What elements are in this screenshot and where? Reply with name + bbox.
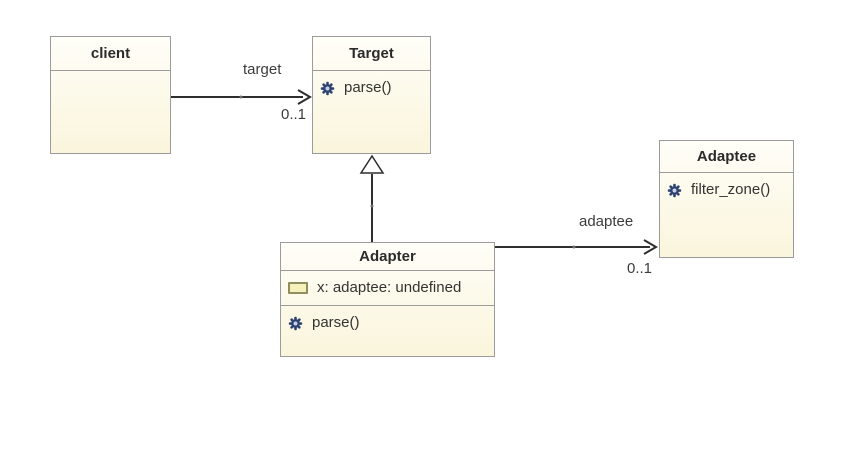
class-client[interactable]: client	[50, 36, 171, 154]
class-adapter[interactable]: Adapter x: adaptee: undefined	[280, 242, 495, 357]
method-row: filter_zone()	[667, 180, 785, 200]
open-arrowhead-icon	[643, 239, 658, 255]
method-gear-icon	[667, 183, 682, 197]
attribute-field-icon	[288, 282, 308, 294]
edge-adapter-to-target[interactable]	[359, 154, 385, 242]
method-row: parse()	[288, 313, 486, 333]
class-adaptee-methods: filter_zone()	[660, 173, 793, 207]
edge-label-target: target	[243, 61, 282, 78]
edge-waypoint[interactable]	[370, 204, 374, 208]
class-adapter-attributes: x: adaptee: undefined	[281, 271, 494, 306]
open-arrowhead-icon	[297, 89, 312, 105]
method-row: parse()	[320, 78, 422, 98]
attribute-row: x: adaptee: undefined	[288, 278, 486, 298]
edge-waypoint[interactable]	[572, 245, 576, 249]
class-adaptee-title: Adaptee	[660, 141, 793, 173]
method-gear-icon	[320, 81, 335, 95]
method-gear-icon	[288, 316, 303, 330]
attribute-label: x: adaptee: undefined	[317, 279, 462, 296]
class-client-body	[51, 71, 170, 153]
edge-waypoint[interactable]	[239, 95, 243, 99]
edge-adapter-to-adaptee[interactable]	[495, 239, 658, 255]
method-label: parse()	[312, 314, 360, 331]
method-label: filter_zone()	[691, 181, 771, 198]
edge-multiplicity-client-target: 0..1	[281, 106, 307, 123]
generalization-triangle-icon	[359, 154, 385, 174]
class-target[interactable]: Target parse()	[312, 36, 431, 154]
class-adapter-methods: parse()	[281, 306, 494, 340]
class-adapter-title: Adapter	[281, 243, 494, 271]
edge-multiplicity-adapter-adaptee: 0..1	[627, 260, 653, 277]
class-target-methods: parse()	[313, 71, 430, 105]
class-client-title: client	[51, 37, 170, 71]
class-adaptee[interactable]: Adaptee filter_zone()	[659, 140, 794, 258]
class-target-title: Target	[313, 37, 430, 71]
edge-label-adaptee: adaptee	[579, 213, 634, 230]
edge-client-to-target[interactable]	[171, 89, 312, 105]
method-label: parse()	[344, 79, 392, 96]
